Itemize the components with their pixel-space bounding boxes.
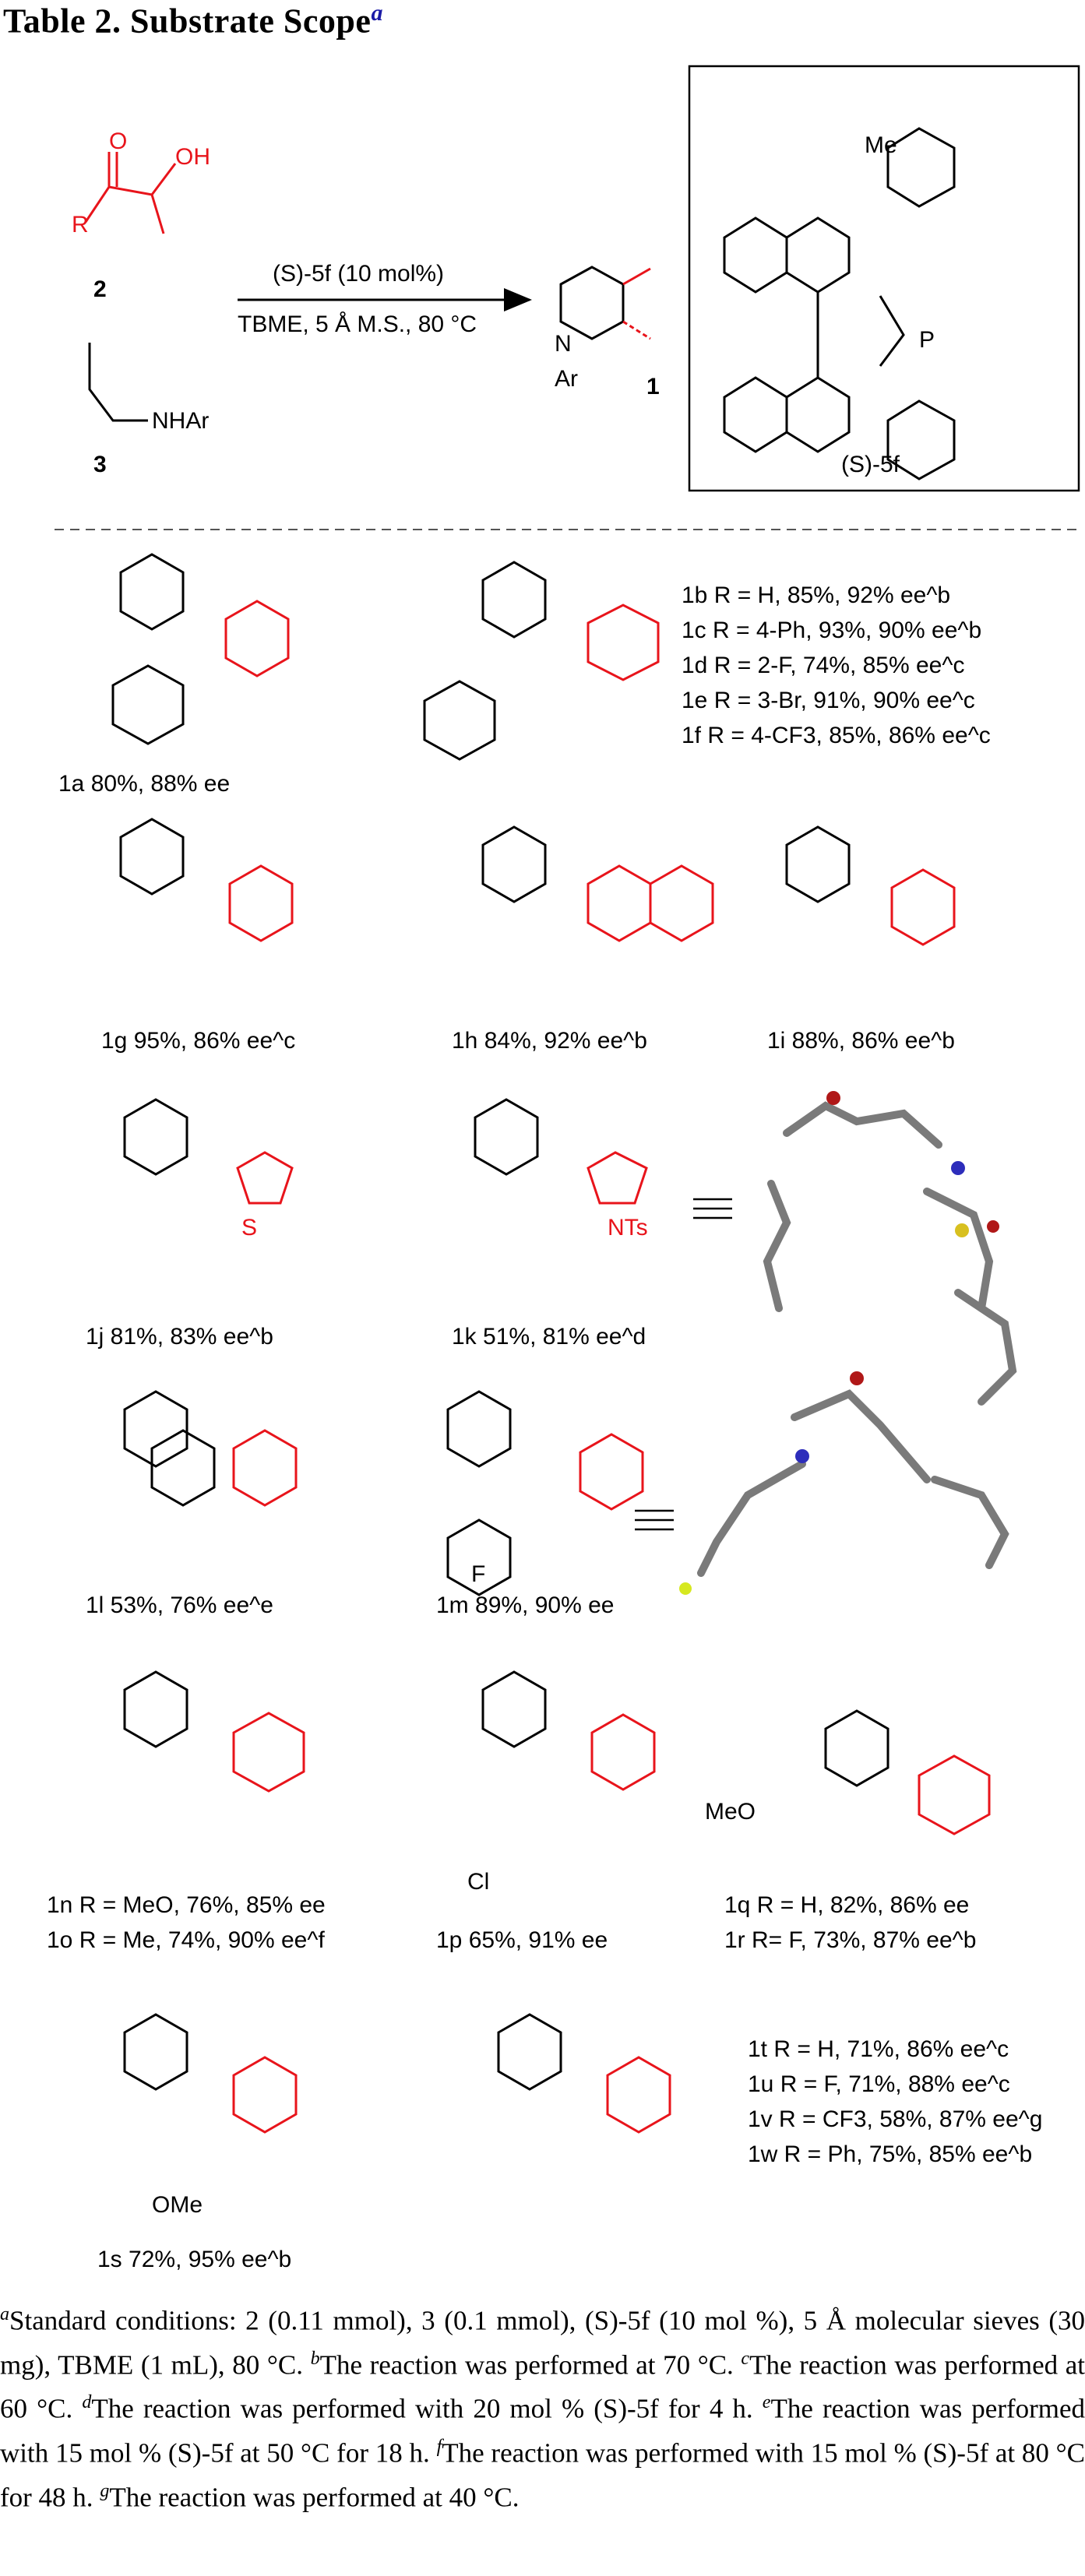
atom-label-N: N [555,331,572,357]
footnote-c: The reaction was performed at 60 °C. [0,2349,1085,2424]
entry-1n: 1n R = MeO, 76%, 85% ee [47,1892,326,1918]
reaction-scheme [55,65,1080,2134]
atom-label-R: R [72,212,89,238]
entry-1b: 1b R = H, 85%, 92% ee^b [682,582,951,608]
compound-1-label: 1 [646,374,660,399]
entry-1w: 1w R = Ph, 75%, 85% ee^b [748,2141,1033,2167]
entry-1a: 1a 80%, 88% ee [58,771,231,797]
product-structures [111,553,991,2134]
atom-label-Cl: Cl [467,1869,490,1895]
entry-1g: 1g 95%, 86% ee^c [101,1028,296,1054]
arrow-label-catalyst: (S)-5f (10 mol%) [273,261,445,287]
entry-1k: 1k 51%, 81% ee^d [452,1324,646,1350]
atom-label-NHAr: NHAr [152,408,210,434]
entry-1q: 1q R = H, 82%, 86% ee [724,1892,970,1918]
atom-label-S: S [241,1215,258,1240]
footnote-d: The reaction was performed with 20 mol %… [91,2393,753,2424]
xray-structure-1k [763,1091,1017,1406]
compound-2-label: 2 [93,276,107,302]
identity-symbols [635,1198,732,1531]
atom-label-NTs: NTs [608,1215,648,1240]
entry-1r: 1r R= F, 73%, 87% ee^b [724,1927,977,1953]
table-title: Table 2. Substrate Scopea [3,0,383,40]
arrow-label-conditions: TBME, 5 Å M.S., 80 °C [238,311,477,337]
catalyst-5f-structure [723,127,956,480]
table-footnotes: aStandard conditions: 2 (0.11 mmol), 3 (… [0,2304,1085,2513]
entry-1m: 1m 89%, 90% ee [436,1592,615,1618]
entry-1l: 1l 53%, 76% ee^e [86,1592,273,1618]
entry-1h: 1h 84%, 92% ee^b [452,1028,647,1054]
entry-1p: 1p 65%, 91% ee [436,1927,608,1953]
footnote-b: The reaction was performed at 70 °C. [319,2349,734,2381]
entry-1s: 1s 72%, 95% ee^b [97,2247,292,2272]
entry-1i: 1i 88%, 86% ee^b [767,1028,955,1054]
entry-1e: 1e R = 3-Br, 91%, 90% ee^c [682,688,975,713]
footnote-e: The reaction was performed with 15 mol %… [0,2393,1085,2469]
atom-label-OH: OH [175,144,210,170]
footnote-f: The reaction was performed with 15 mol %… [0,2437,1085,2513]
atom-label-Ar: Ar [555,366,578,392]
compound-3-label: 3 [93,452,107,477]
atom-label-O: O [109,128,128,154]
entry-1o: 1o R = Me, 74%, 90% ee^f [47,1927,325,1953]
atom-label-Me: Me [865,132,897,158]
product-1-structure [559,266,651,340]
entry-1j: 1j 81%, 83% ee^b [86,1324,273,1350]
reactant-2-structure [84,152,177,234]
entry-1f: 1f R = 4-CF3, 85%, 86% ee^c [682,723,991,748]
catalyst-label: (S)-5f [841,452,900,477]
atom-label-MeO: MeO [705,1799,756,1825]
entry-1v: 1v R = CF3, 58%, 87% ee^g [748,2106,1043,2132]
reactant-3-structure [88,343,148,422]
entry-1t: 1t R = H, 71%, 86% ee^c [748,2036,1009,2062]
xray-structure-1m [679,1371,1009,1595]
footnote-a: Standard conditions: 2 (0.11 mmol), 3 (0… [0,2305,1085,2381]
entry-1c: 1c R = 4-Ph, 93%, 90% ee^b [682,618,982,643]
atom-label-P: P [919,327,935,353]
catalyst-box [688,65,1080,492]
footnote-g: The reaction was performed at 40 °C. [109,2482,520,2513]
entry-1d: 1d R = 2-F, 74%, 85% ee^c [682,653,965,678]
entry-1u: 1u R = F, 71%, 88% ee^c [748,2071,1010,2097]
atom-label-OMe: OMe [152,2192,203,2218]
atom-label-F: F [471,1561,486,1587]
